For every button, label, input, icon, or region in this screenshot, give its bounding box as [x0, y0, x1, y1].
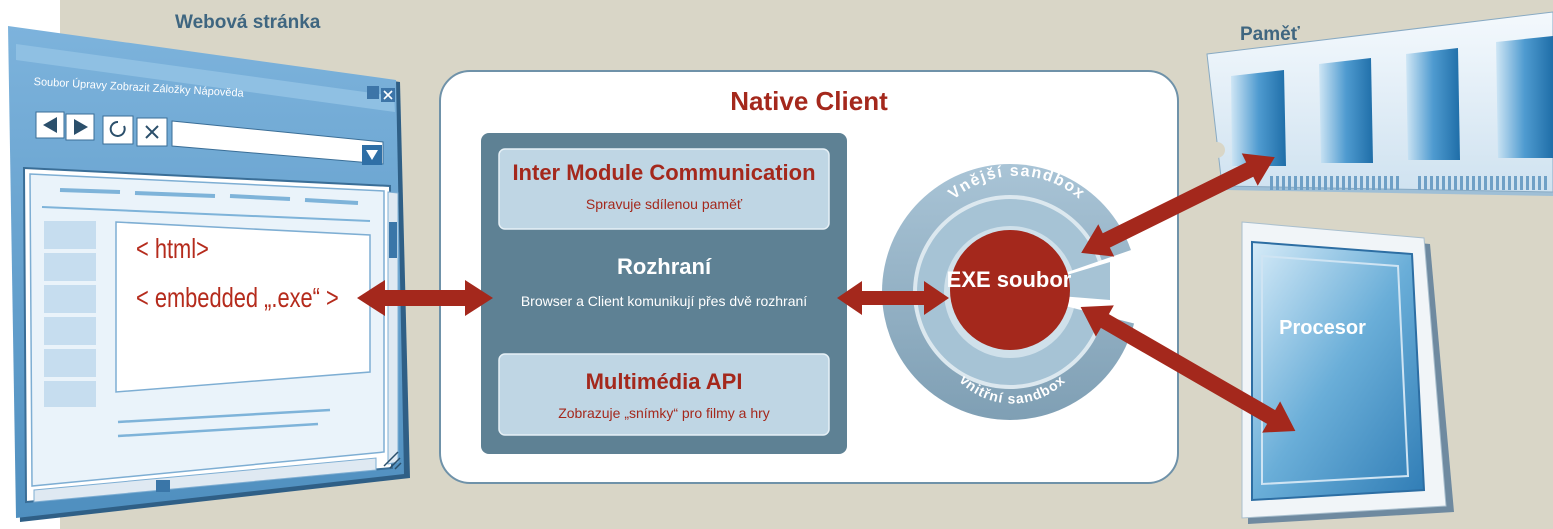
minimize-button[interactable]	[367, 86, 379, 99]
multimedia-subtitle: Zobrazuje „snímky“ pro filmy a hry	[558, 405, 770, 421]
stop-x-icon	[145, 125, 159, 139]
close-icon	[383, 90, 393, 100]
memory-chip	[1496, 36, 1553, 158]
address-bar[interactable]	[171, 120, 384, 165]
horizontal-scroll-thumb[interactable]	[156, 480, 170, 492]
memory-module	[1206, 11, 1553, 196]
processor-label: Procesor	[1279, 317, 1366, 339]
multimedia-title: Multimédia API	[585, 369, 743, 394]
exe-label: EXE soubor	[946, 267, 1072, 292]
resize-grip-icon	[383, 451, 402, 470]
arrows	[357, 153, 1296, 433]
embedded-exe-line: < embedded „.exe“ >	[136, 282, 339, 313]
vertical-scroll-thumb[interactable]	[389, 222, 397, 258]
memory-chip	[1231, 70, 1286, 166]
memory-chip	[1319, 58, 1373, 163]
sandbox-rings	[882, 164, 1160, 420]
html-tag-line: < html>	[136, 233, 209, 264]
code-box	[115, 221, 371, 393]
vertical-scrollbar[interactable]	[387, 191, 399, 465]
arrow-exe-processor	[1080, 305, 1296, 433]
browser-title: Webová stránka	[175, 12, 321, 33]
forward-arrow-icon	[74, 119, 88, 135]
native-client-title: Native Client	[730, 86, 888, 116]
reload-icon	[109, 120, 126, 137]
chevron-down-icon	[366, 150, 378, 160]
arrow-exe-memory	[1081, 153, 1275, 257]
processor-chip	[1241, 221, 1454, 524]
memory-chip	[1406, 48, 1460, 160]
forward-button[interactable]	[65, 113, 95, 141]
interface-title: Rozhraní	[616, 254, 712, 279]
reload-button[interactable]	[102, 115, 134, 145]
exe-circle	[950, 230, 1070, 350]
back-arrow-icon	[43, 117, 57, 133]
memory-title: Paměť	[1240, 24, 1300, 45]
imc-subtitle: Spravuje sdílenou paměť	[585, 196, 743, 212]
arrow-browser-interface	[357, 280, 493, 316]
imc-title: Inter Module Communication	[512, 160, 816, 185]
browser-window	[8, 26, 410, 522]
arrow-interface-exe	[837, 281, 949, 315]
imc-box	[498, 148, 830, 230]
multimedia-box	[498, 353, 830, 436]
interface-subtitle: Browser a Client komunikují přes dvě roz…	[520, 293, 808, 309]
horizontal-scrollbar[interactable]	[33, 457, 377, 503]
